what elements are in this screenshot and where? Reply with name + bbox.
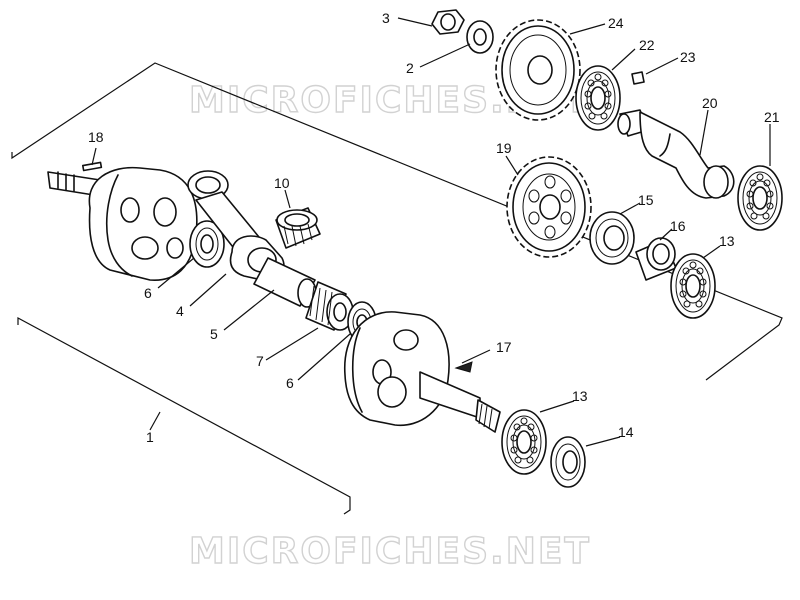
small-end-needle-bearing [275, 207, 321, 249]
callout-17: 17 [496, 339, 512, 355]
spacer [635, 237, 677, 281]
assembly-bracket [11, 62, 783, 515]
callout-1: 1 [146, 429, 154, 445]
callouts: 1 2 3 4 5 6 6 7 10 13 13 14 15 16 17 18 … [88, 10, 780, 445]
bearing-22 [575, 65, 621, 131]
callout-5: 5 [210, 326, 218, 342]
callout-10: 10 [274, 175, 290, 191]
nut [431, 9, 465, 35]
seal-15 [589, 211, 635, 265]
watermark-bottom: MICROFICHES.NET [189, 531, 591, 572]
oil-seal [550, 436, 586, 488]
balancer-shaft [617, 109, 735, 199]
callout-16: 16 [670, 218, 686, 234]
callout-7: 7 [256, 353, 264, 369]
leader-lines [91, 17, 771, 447]
callout-20: 20 [702, 95, 718, 111]
callout-13-lower: 13 [572, 388, 588, 404]
callout-15: 15 [638, 192, 654, 208]
callout-4: 4 [176, 303, 184, 319]
callout-2: 2 [406, 60, 414, 76]
drive-gear [495, 19, 581, 121]
callout-22: 22 [639, 37, 655, 53]
key [631, 71, 645, 85]
callout-23: 23 [680, 49, 696, 65]
main-bearing-upper [670, 253, 716, 319]
left-crank-half [47, 161, 198, 281]
callout-21: 21 [764, 109, 780, 125]
callout-6-left: 6 [144, 285, 152, 301]
thrust-washer-left [189, 220, 225, 268]
callout-14: 14 [618, 424, 634, 440]
callout-3: 3 [382, 10, 390, 26]
woodruff-key-17 [454, 361, 473, 373]
callout-18: 18 [88, 129, 104, 145]
crank-pin [253, 257, 317, 308]
main-bearing-lower [501, 409, 547, 475]
callout-19: 19 [496, 140, 512, 156]
callout-24: 24 [608, 15, 624, 31]
connecting-rod [187, 170, 285, 281]
bearing-21 [737, 165, 783, 231]
right-crank-half [344, 311, 501, 433]
balancer-gear [506, 156, 592, 258]
callout-6-right: 6 [286, 375, 294, 391]
callout-13-upper: 13 [719, 233, 735, 249]
lock-washer [466, 20, 494, 54]
needle-bearing-crank [305, 281, 354, 331]
